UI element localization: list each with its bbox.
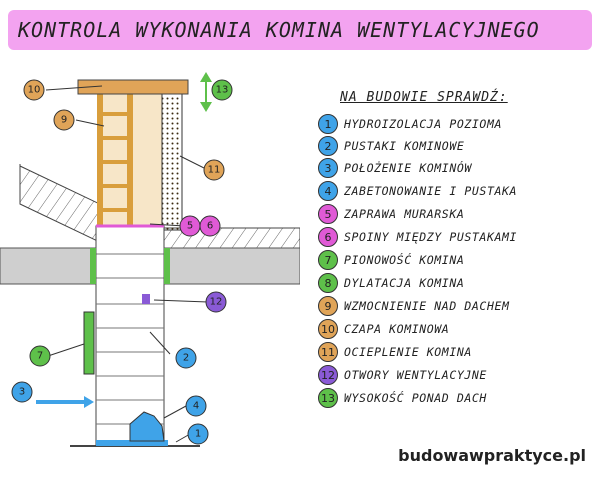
svg-text:5: 5 [187,221,193,232]
callout-9: 9 [53,109,75,131]
callout-12: 12 [205,291,227,313]
legend-item: 2 PUSTAKI KOMINOWE [318,136,464,156]
legend-label: ZAPRAWA MURARSKA [344,207,465,221]
chimney-insulation [161,91,183,231]
waterproofing [96,440,168,446]
legend-number: 5 [318,204,338,224]
legend-number: 9 [318,296,338,316]
legend-label: CZAPA KOMINOWA [344,322,450,336]
legend-number: 6 [318,227,338,247]
legend-title: NA BUDOWIE SPRAWDŹ: [340,90,508,105]
callout-4: 4 [185,395,207,417]
legend-item: 4 ZABETONOWANIE I PUSTAKA [318,181,517,201]
legend-number: 1 [318,114,338,134]
svg-text:13: 13 [216,85,229,96]
legend-item: 8 DYLATACJA KOMINA [318,273,464,293]
legend-item: 1 HYDROIZOLACJA POZIOMA [318,114,502,134]
callout-11: 11 [203,159,225,181]
svg-text:4: 4 [193,401,199,412]
legend-number: 13 [318,388,338,408]
legend-item: 10 CZAPA KOMINOWA [318,319,449,339]
title-highlight [8,10,592,50]
svg-text:12: 12 [210,297,223,308]
plumb-marker [83,311,95,375]
svg-text:2: 2 [183,353,189,364]
page-title: KONTROLA WYKONANIA KOMINA WENTYLACYJNEGO [18,18,540,42]
vent-opening [142,294,150,304]
callout-10: 10 [23,79,45,101]
floor-slab-right [163,247,300,285]
legend-label: ZABETONOWANIE I PUSTAKA [344,184,518,198]
callout-1: 1 [187,423,209,445]
legend-item: 7 PIONOWOŚĆ KOMINA [318,250,464,270]
chimney-shaft [95,225,165,447]
legend-label: WYSOKOŚĆ PONAD DACH [344,391,487,405]
svg-text:11: 11 [208,165,221,176]
legend-label: WZMOCNIENIE NAD DACHEM [344,299,510,313]
legend-number: 10 [318,319,338,339]
dilatation-left [90,248,96,284]
svg-text:10: 10 [28,85,41,96]
legend-number: 4 [318,181,338,201]
legend-item: 5 ZAPRAWA MURARSKA [318,204,464,224]
svg-text:7: 7 [37,351,43,362]
callout-7: 7 [29,345,51,367]
concrete-filled-block [129,411,165,442]
legend-item: 6 SPOINY MIĘDZY PUSTAKAMI [318,227,517,247]
legend-number: 12 [318,365,338,385]
callout-5: 5 [179,215,201,237]
callout-2: 2 [175,347,197,369]
svg-text:1: 1 [195,429,201,440]
floor-slab [0,247,97,285]
legend-label: PIONOWOŚĆ KOMINA [344,253,465,267]
legend-label: POŁOŻENIE KOMINÓW [344,161,472,175]
legend-label: HYDROIZOLACJA POZIOMA [344,117,502,131]
callout-6: 6 [199,215,221,237]
legend-item: 13 WYSOKOŚĆ PONAD DACH [318,388,487,408]
callout-13: 13 [211,79,233,101]
legend-number: 7 [318,250,338,270]
brand-footer: budowawpraktyce.pl [398,446,586,465]
legend-item: 9 WZMOCNIENIE NAD DACHEM [318,296,510,316]
legend-number: 11 [318,342,338,362]
legend-number: 3 [318,158,338,178]
legend-item: 3 POŁOŻENIE KOMINÓW [318,158,472,178]
legend-item: 11 OCIEPLENIE KOMINA [318,342,472,362]
legend-label: OTWORY WENTYLACYJNE [344,368,487,382]
chimney-cap [77,79,189,95]
legend-label: DYLATACJA KOMINA [344,276,465,290]
legend-label: PUSTAKI KOMINOWE [344,139,465,153]
dilatation-right [164,248,170,284]
legend-label: SPOINY MIĘDZY PUSTAKAMI [344,230,518,244]
chimney-diagram: 10 13 9 11 5 6 12 7 2 3 4 1 [0,72,300,447]
legend-item: 12 OTWORY WENTYLACYJNE [318,365,487,385]
callout-3: 3 [11,381,33,403]
roof [19,164,300,267]
svg-text:3: 3 [19,387,25,398]
svg-text:6: 6 [207,221,213,232]
legend-number: 8 [318,273,338,293]
legend-number: 2 [318,136,338,156]
svg-text:9: 9 [61,115,67,126]
legend-label: OCIEPLENIE KOMINA [344,345,472,359]
